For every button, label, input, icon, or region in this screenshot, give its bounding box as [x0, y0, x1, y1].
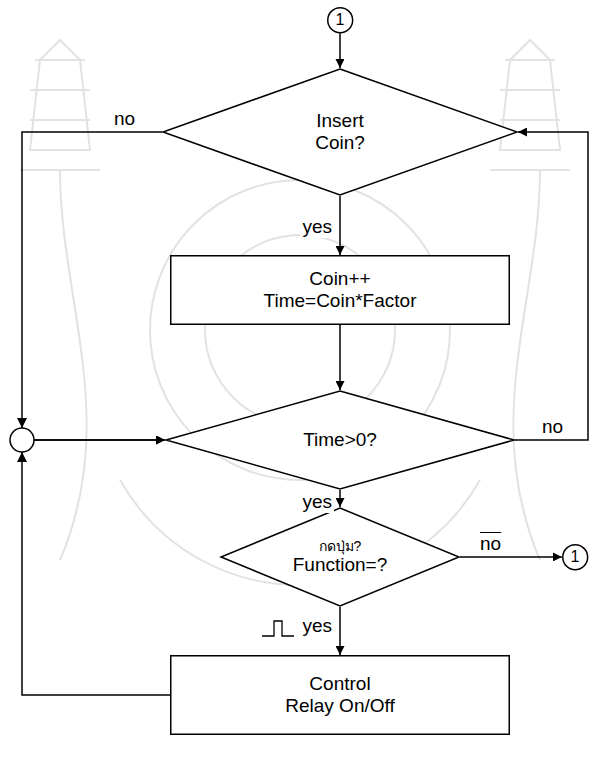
- box-outline: [171, 256, 510, 325]
- node-text: Coin++: [309, 268, 370, 290]
- decision-diamond: Insert Coin?: [162, 68, 518, 196]
- flow-connector: [460, 556, 562, 558]
- flow-connector: [339, 33, 341, 68]
- watermark-tower: [490, 40, 570, 170]
- text-group: กดปุ่ม?Function=?: [293, 538, 388, 576]
- process-box: Control Relay On/Off: [170, 655, 510, 735]
- text-group: Coin++Time=Coin*Factor: [264, 268, 417, 312]
- flow-connector: [339, 490, 341, 507]
- edge-label: yes: [300, 216, 334, 238]
- text-group: 1: [571, 548, 580, 566]
- circle-outline: [328, 8, 353, 33]
- text-group: 1: [336, 11, 345, 29]
- watermark-vine: [60, 170, 540, 560]
- connector-circle: 1: [562, 544, 588, 570]
- diamond-outline: [166, 391, 514, 489]
- text-group: Control Relay On/Off: [284, 673, 396, 717]
- circle-outline: [563, 545, 588, 570]
- edge-label: no: [112, 108, 137, 130]
- node-text: กดปุ่ม?: [319, 538, 362, 554]
- junction-circle: [10, 428, 34, 452]
- text-group: Time>0?: [303, 429, 377, 451]
- flow-connector: [22, 440, 170, 695]
- edge-label: yes: [300, 615, 334, 637]
- junction-arrow: [17, 452, 27, 462]
- diamond-outline: [221, 508, 459, 606]
- connector-circle: 1: [327, 7, 353, 33]
- diamond-outline: [163, 69, 517, 195]
- node-text: 1: [571, 548, 580, 566]
- decision-diamond: กดปุ่ม?Function=?: [220, 507, 460, 607]
- edge-label: no: [540, 416, 565, 438]
- node-text: Time>0?: [303, 429, 377, 451]
- box-outline: [171, 656, 510, 735]
- flow-connector: [515, 132, 588, 440]
- watermark-tower: [20, 40, 100, 170]
- edge-label: no: [478, 533, 503, 555]
- node-text: Insert Coin?: [309, 110, 370, 154]
- pulse-symbol: [262, 621, 294, 636]
- node-text: Control Relay On/Off: [284, 673, 396, 717]
- flow-connector: [339, 196, 341, 255]
- text-group: Insert Coin?: [309, 110, 370, 154]
- edge-label: yes: [300, 491, 334, 513]
- flow-connector: [339, 607, 341, 655]
- node-text: 1: [336, 11, 345, 29]
- process-box: Coin++Time=Coin*Factor: [170, 255, 510, 325]
- junction-arrow: [17, 418, 27, 428]
- decision-diamond: Time>0?: [165, 390, 515, 490]
- flow-connector: [339, 325, 341, 390]
- node-text: Time=Coin*Factor: [264, 290, 417, 312]
- flow-connector: [22, 132, 165, 440]
- node-text: Function=?: [293, 554, 388, 576]
